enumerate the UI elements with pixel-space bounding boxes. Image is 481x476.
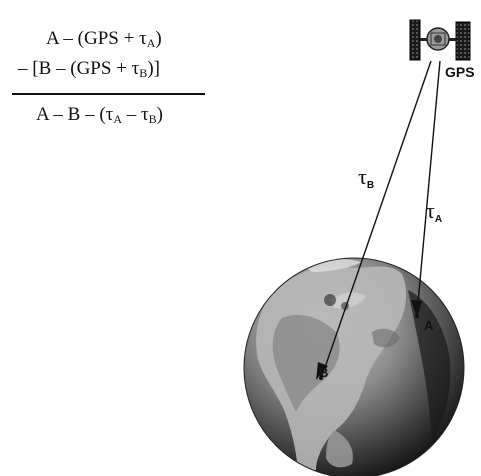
- gps-label: GPS: [445, 64, 475, 80]
- tau-b-label: τB: [358, 164, 375, 191]
- equation-result: A – B – (τA – τB): [36, 104, 163, 126]
- signal-path-b: [321, 60, 432, 377]
- tau-a-label: τA: [426, 198, 443, 225]
- equation-divider: [12, 93, 205, 95]
- arrowhead-b: [316, 362, 328, 380]
- satellite-icon: [409, 19, 471, 61]
- signal-paths: [321, 60, 441, 377]
- signal-path-a: [416, 60, 441, 315]
- globe-earth: [243, 257, 465, 476]
- receiver-a-label: A: [424, 318, 434, 333]
- receiver-b-label: B: [319, 365, 329, 380]
- receiver-a-marker: [415, 314, 419, 318]
- equation-line-2: – [B – (GPS + τB)]: [18, 58, 160, 80]
- receiver-b-marker: [319, 376, 323, 380]
- equation-line-1: A – (GPS + τA): [46, 28, 162, 50]
- arrowhead-a: [411, 300, 422, 318]
